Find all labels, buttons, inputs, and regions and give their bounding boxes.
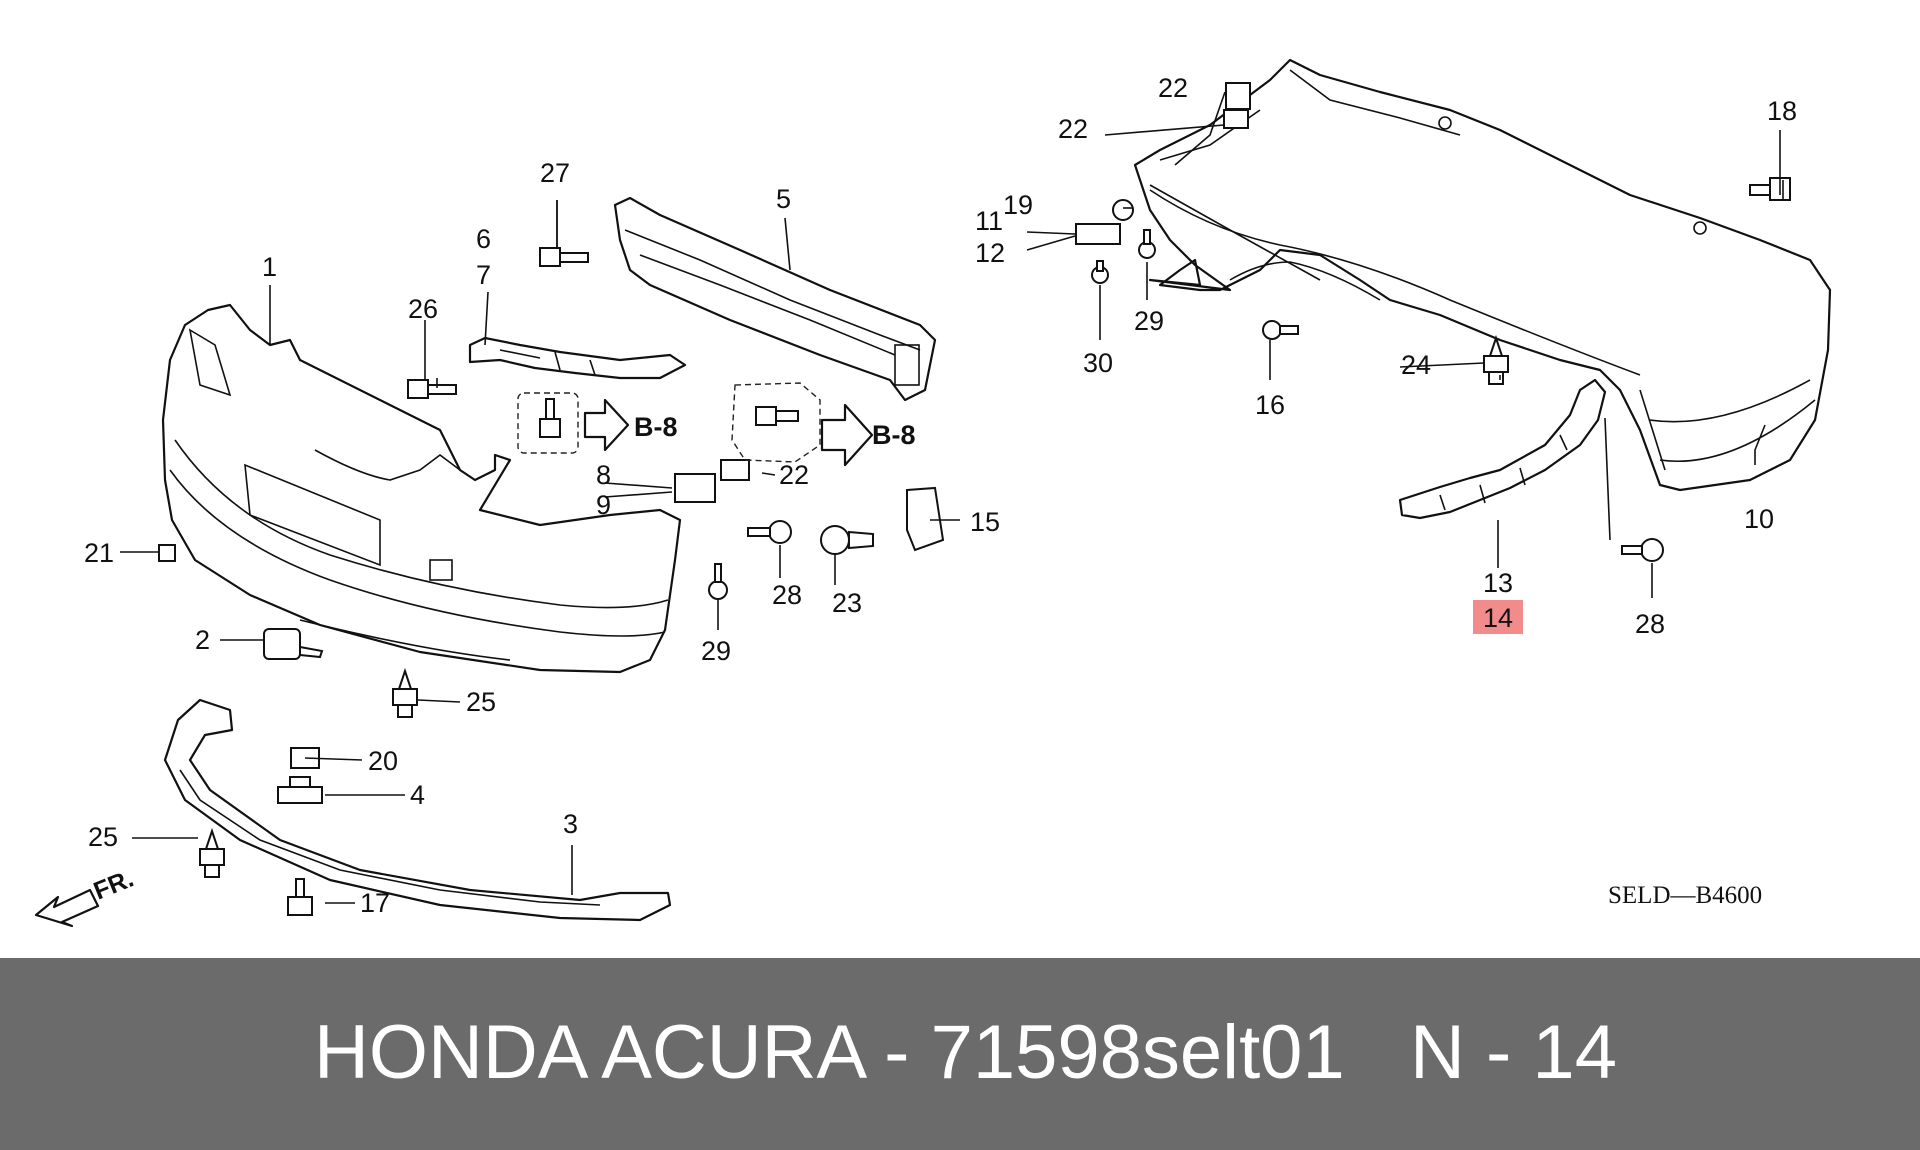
caption-bar: HONDA ACURA - 71598selt01 N - 14: [0, 958, 1920, 1150]
callout-label: 9: [596, 490, 611, 520]
callout-label: 27: [540, 158, 570, 188]
callout-label: 13: [1483, 568, 1513, 598]
callout-label: 5: [776, 184, 791, 214]
front-bumper-cover: [161, 303, 682, 674]
callout-label: 2: [195, 625, 210, 655]
callout-label: 22: [779, 460, 809, 490]
callout-label: 25: [88, 822, 118, 852]
callout-label: 1: [262, 252, 277, 282]
callout-label: 6: [476, 224, 491, 254]
fasteners: [158, 82, 1791, 916]
highlighted-callout: 14: [1483, 603, 1513, 633]
rear-side-bracket: [1398, 378, 1607, 520]
callout-label: 10: [1744, 504, 1774, 534]
callout-label: 20: [368, 746, 398, 776]
caption-part-number: N - 14: [1410, 1010, 1617, 1095]
callout-label: 11: [975, 206, 1003, 236]
callout-label: 16: [1255, 390, 1285, 420]
diagram-code: SELD—B4600: [1608, 882, 1762, 909]
callout-label: 26: [408, 294, 438, 324]
reference-label: B-8: [872, 420, 916, 450]
callout-label: 4: [410, 780, 425, 810]
callout-label: 23: [832, 588, 862, 618]
reference-box-1: [517, 392, 630, 454]
callout-label: 25: [466, 687, 496, 717]
caption-title: HONDA ACURA - 71598selt01: [314, 1010, 1345, 1095]
front-lower-spoiler: [163, 698, 672, 922]
leader-lines: [120, 91, 1784, 904]
callout-label: 29: [701, 636, 731, 666]
callout-label: 24: [1401, 350, 1431, 380]
parts-diagram: FR.: [34, 58, 1832, 928]
callout-label: 8: [596, 460, 611, 490]
callout-label: 3: [563, 809, 578, 839]
callout-label: 28: [1635, 609, 1665, 639]
callout-label: 19: [1003, 190, 1033, 220]
callout-label: 28: [772, 580, 802, 610]
callout-labels: 1 2 3 4 5 6 7 8 9 10 11 12 13 14 15 16 1…: [84, 73, 1797, 918]
callout-label: 12: [975, 238, 1005, 268]
reference-label: B-8: [634, 412, 678, 442]
front-side-bracket: [468, 336, 687, 380]
callout-label: 7: [476, 260, 491, 290]
callout-label: 29: [1134, 306, 1164, 336]
callout-label: 21: [84, 538, 114, 568]
direction-label: FR.: [90, 865, 138, 906]
callout-label: 15: [970, 507, 1000, 537]
front-direction-arrow: FR.: [34, 865, 138, 928]
front-bumper-absorber: [613, 196, 937, 402]
callout-label: 18: [1767, 96, 1797, 126]
callout-label: 17: [360, 888, 390, 918]
callout-label: 30: [1083, 348, 1113, 378]
callout-label: 22: [1058, 114, 1088, 144]
callout-label: 22: [1158, 73, 1188, 103]
highlight-box: [1473, 600, 1523, 634]
reference-box-2: [731, 382, 874, 467]
